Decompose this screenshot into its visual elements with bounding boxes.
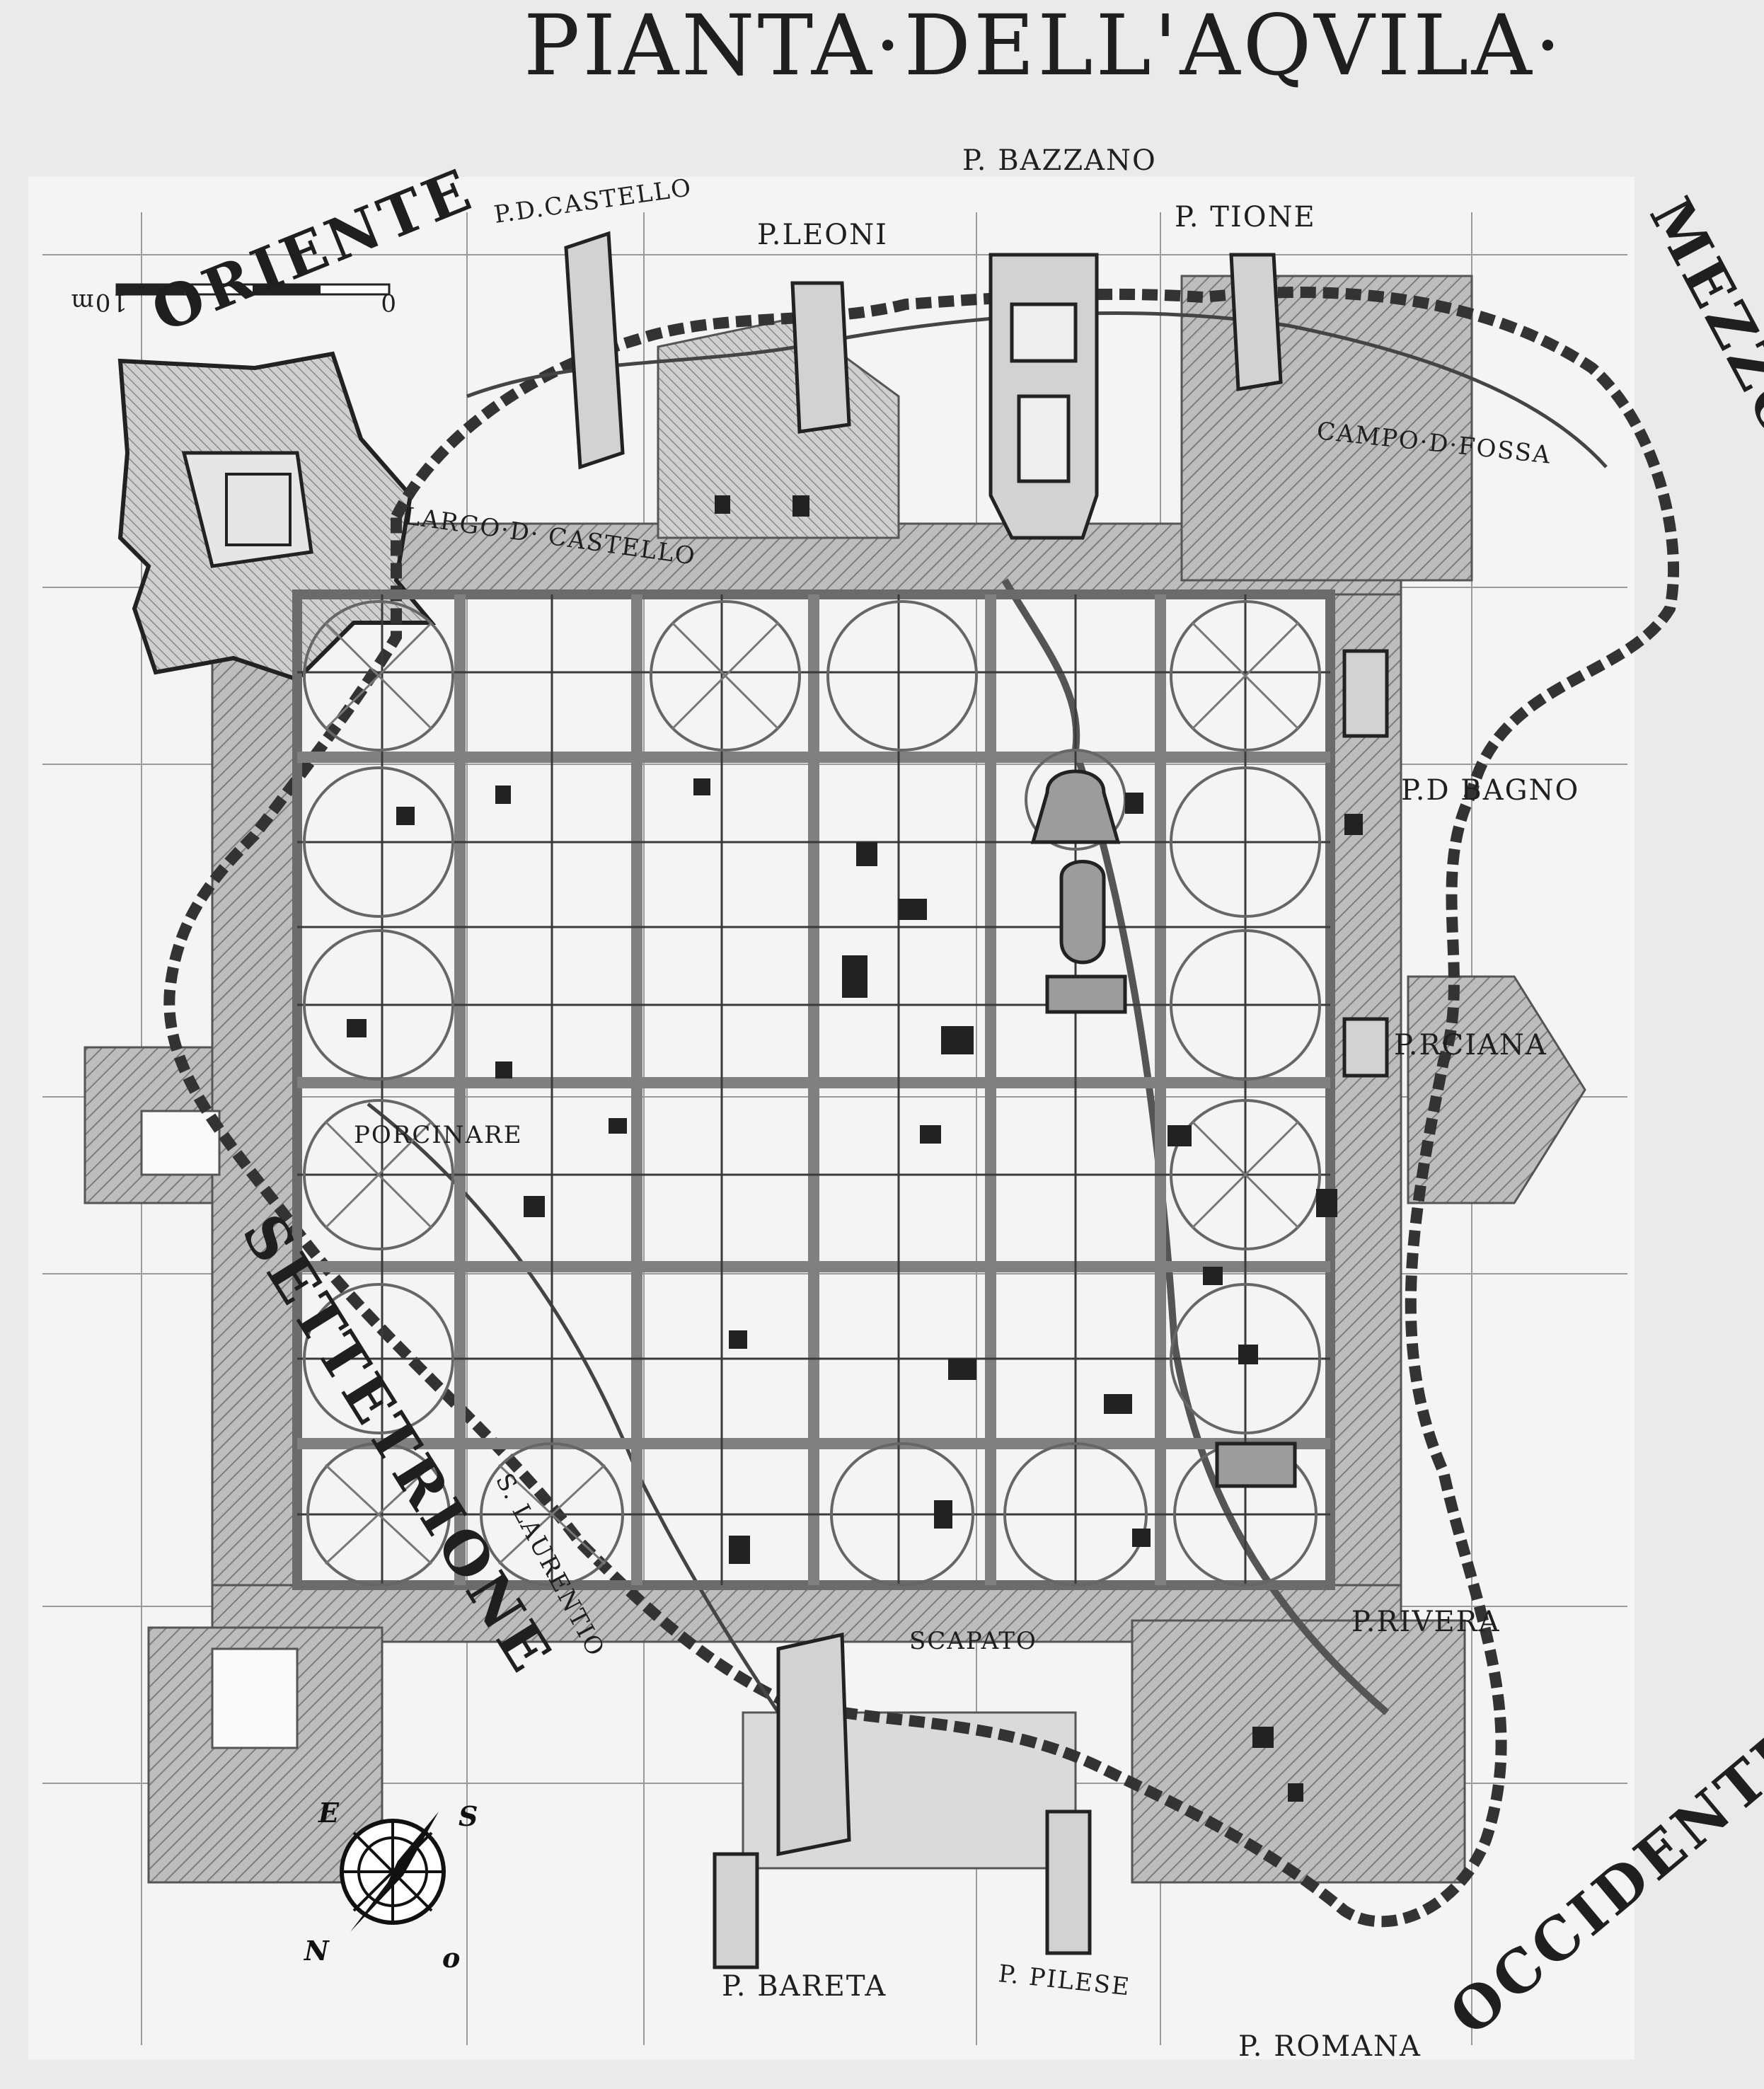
- gate-label-rciana: P.RCIANA: [1394, 1029, 1547, 1061]
- geometric-circles: [303, 600, 1321, 1587]
- compass-s-label: S: [459, 1800, 478, 1832]
- gate-label-bareta: P. BARETA: [722, 1970, 887, 2003]
- gate-label-bagno: P.D BAGNO: [1401, 774, 1579, 807]
- medieval-wall-outline: [163, 287, 1679, 1928]
- main-street-grid: [297, 594, 1330, 1585]
- compass-rose: [340, 1812, 446, 1932]
- gate-label-romana: P. ROMANA: [1238, 2030, 1422, 2063]
- scale-label-zero: 0: [379, 288, 396, 316]
- circle-diagonals: [324, 621, 1300, 1565]
- gate-label-tione: P. TIONE: [1175, 201, 1316, 234]
- place-label-porcinare: PORCINARE: [354, 1121, 523, 1149]
- block-grid: [297, 594, 1330, 1585]
- compass-n-label: N: [304, 1935, 330, 1967]
- compass-o-label: o: [442, 1942, 460, 1974]
- gate-label-bazzano: P. BAZZANO: [962, 144, 1157, 177]
- scale-bar: [115, 283, 391, 296]
- river-channel: [1001, 578, 1390, 1715]
- place-label-scapato: SCAPATO: [909, 1627, 1037, 1655]
- building-markers: [347, 495, 1363, 1802]
- central-monument: [1030, 769, 1297, 1488]
- scale-label-10m: 10m: [69, 288, 127, 316]
- map-title: PIANTA·DELL'AQVILA·: [524, 0, 1564, 94]
- gate-label-leoni: P.LEONI: [757, 219, 888, 251]
- gate-towers: [564, 231, 1389, 1969]
- gate-label-rivera: P.RIVERA: [1351, 1606, 1501, 1638]
- compass-e-label: E: [318, 1797, 340, 1829]
